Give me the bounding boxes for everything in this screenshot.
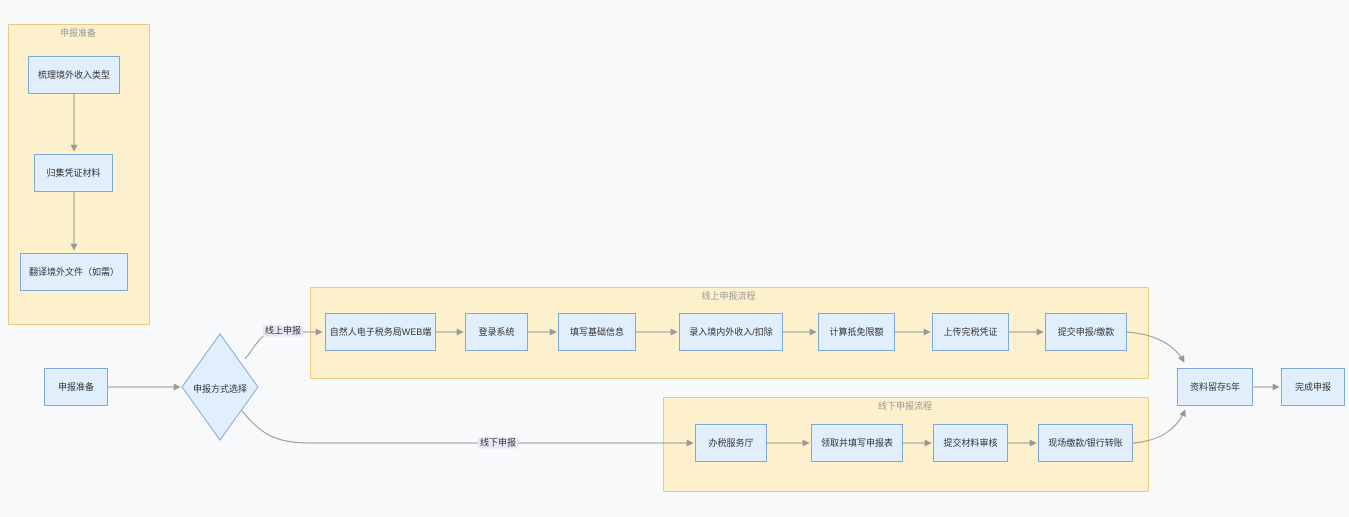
edge-decision-offline (241, 410, 694, 447)
online-subgraph-title: 线上申报流程 (701, 291, 756, 301)
node-declaration-preparation: 申报准备 (44, 368, 108, 406)
node-etax-web-portal: 自然人电子税务局WEB端 (325, 313, 436, 351)
node-fill-basic-info: 填写基础信息 (558, 313, 636, 351)
node-translate-foreign-documents: 翻译境外文件（如需） (20, 253, 128, 291)
decision-diamond-shape (181, 333, 259, 441)
edge-label-offline-declaration: 线下申报 (477, 437, 519, 449)
node-submit-declaration-payment: 提交申报/缴款 (1045, 313, 1127, 351)
edge-offline-archive (1132, 409, 1186, 444)
edge-online-archive (1126, 331, 1185, 363)
node-onsite-payment-bank-transfer: 现场缴款/银行转账 (1038, 424, 1133, 462)
node-declaration-method-decision: 申报方式选择 (192, 384, 247, 394)
node-tax-service-hall: 办税服务厅 (695, 424, 767, 462)
node-enter-income-deductions: 录入境内外收入/扣除 (679, 313, 783, 351)
prep-subgraph-title: 申报准备 (59, 28, 96, 38)
node-login-system: 登录系统 (465, 313, 528, 351)
node-collect-voucher-materials: 归集凭证材料 (34, 154, 113, 192)
node-complete-declaration: 完成申报 (1281, 368, 1345, 406)
node-submit-materials-review: 提交材料审核 (933, 424, 1008, 462)
edge-label-online-declaration: 线上申报 (262, 325, 304, 337)
offline-subgraph-title: 线下申报流程 (877, 401, 932, 411)
node-keep-records-5-years: 资料留存5年 (1177, 368, 1253, 406)
node-calculate-credit-limit: 计算抵免限额 (818, 313, 895, 351)
node-upload-tax-certificates: 上传完税凭证 (932, 313, 1009, 351)
node-sort-foreign-income-types: 梳理境外收入类型 (28, 56, 120, 94)
node-get-fill-declaration-form: 领取并填写申报表 (811, 424, 903, 462)
